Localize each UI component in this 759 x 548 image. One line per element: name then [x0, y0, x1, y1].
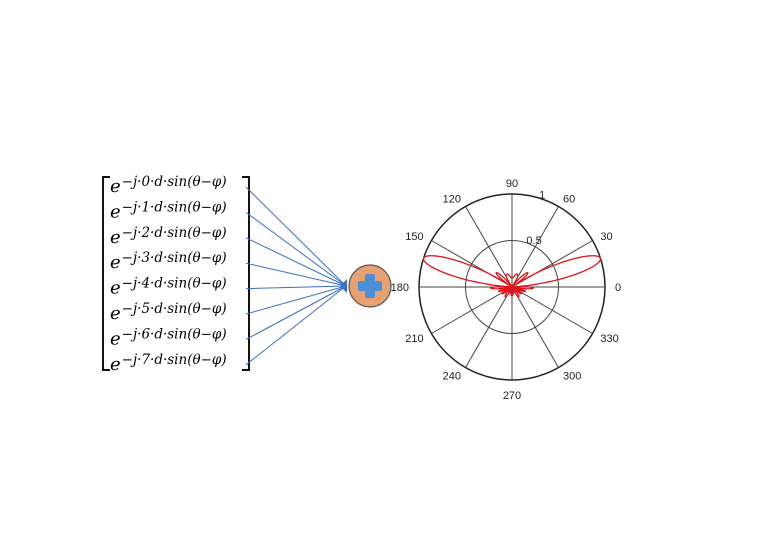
connector-line-4 — [245, 285, 347, 290]
angle-label-90: 90 — [506, 178, 518, 190]
angle-label-210: 210 — [405, 333, 423, 345]
angle-label-240: 240 — [443, 370, 461, 382]
row-exponent: −j·1·d·sin(θ−φ) — [122, 199, 227, 215]
matrix-row-3: e−j·3·d·sin(θ−φ) — [110, 250, 227, 273]
connector-line-1 — [245, 211, 347, 287]
row-base: e — [110, 227, 121, 248]
row-base: e — [110, 201, 121, 222]
angle-label-0: 0 — [615, 282, 621, 294]
row-base: e — [110, 278, 121, 299]
row-base: e — [110, 354, 121, 375]
left-bracket — [102, 176, 110, 371]
connector-line-3 — [245, 262, 347, 287]
matrix-row-5: e−j·5·d·sin(θ−φ) — [110, 301, 227, 324]
matrix-row-4: e−j·4·d·sin(θ−φ) — [110, 276, 227, 299]
row-exponent: −j·2·d·sin(θ−φ) — [122, 225, 227, 241]
angle-label-60: 60 — [563, 194, 575, 206]
polar-plot: 0 30 60 90 120 150 180 210 240 270 300 330 0.5 1 — [391, 178, 621, 402]
row-base: e — [110, 252, 121, 273]
row-exponent: −j·3·d·sin(θ−φ) — [122, 250, 227, 266]
row-base: e — [110, 328, 121, 349]
connector-line-7 — [245, 285, 347, 366]
angle-label-120: 120 — [443, 194, 461, 206]
angle-label-270: 270 — [503, 390, 521, 402]
connector-line-5 — [245, 285, 347, 315]
matrix-row-7: e−j·7·d·sin(θ−φ) — [110, 352, 227, 375]
plus-icon — [358, 274, 382, 298]
connector-line-6 — [245, 285, 347, 340]
matrix-row-2: e−j·2·d·sin(θ−φ) — [110, 225, 227, 248]
radial-label-1: 1 — [539, 189, 545, 201]
angle-label-30: 30 — [600, 231, 612, 243]
radial-label-0.5: 0.5 — [526, 235, 541, 247]
matrix-row-0: e−j·0·d·sin(θ−φ) — [110, 174, 227, 197]
angle-label-330: 330 — [600, 333, 618, 345]
row-exponent: −j·4·d·sin(θ−φ) — [122, 276, 227, 292]
matrix-row-1: e−j·1·d·sin(θ−φ) — [110, 199, 227, 222]
angle-label-150: 150 — [405, 231, 423, 243]
arrowhead — [340, 279, 347, 293]
row-exponent: −j·7·d·sin(θ−φ) — [122, 352, 227, 368]
connector-lines — [245, 186, 347, 366]
summer-node — [348, 264, 392, 308]
beam-pattern-curve — [422, 255, 602, 298]
connector-line-0 — [245, 186, 347, 287]
row-exponent: −j·5·d·sin(θ−φ) — [122, 301, 227, 317]
row-exponent: −j·6·d·sin(θ−φ) — [122, 326, 227, 342]
row-exponent: −j·0·d·sin(θ−φ) — [122, 174, 227, 190]
matrix-row-6: e−j·6·d·sin(θ−φ) — [110, 326, 227, 349]
row-base: e — [110, 176, 121, 197]
row-base: e — [110, 303, 121, 324]
steering-vector: e−j·0·d·sin(θ−φ)e−j·1·d·sin(θ−φ)e−j·2·d·… — [102, 174, 250, 375]
matrix-rows: e−j·0·d·sin(θ−φ)e−j·1·d·sin(θ−φ)e−j·2·d·… — [110, 174, 227, 375]
angle-label-300: 300 — [563, 370, 581, 382]
right-bracket — [242, 176, 250, 371]
angle-label-180: 180 — [391, 282, 409, 294]
connector-line-2 — [245, 237, 347, 287]
